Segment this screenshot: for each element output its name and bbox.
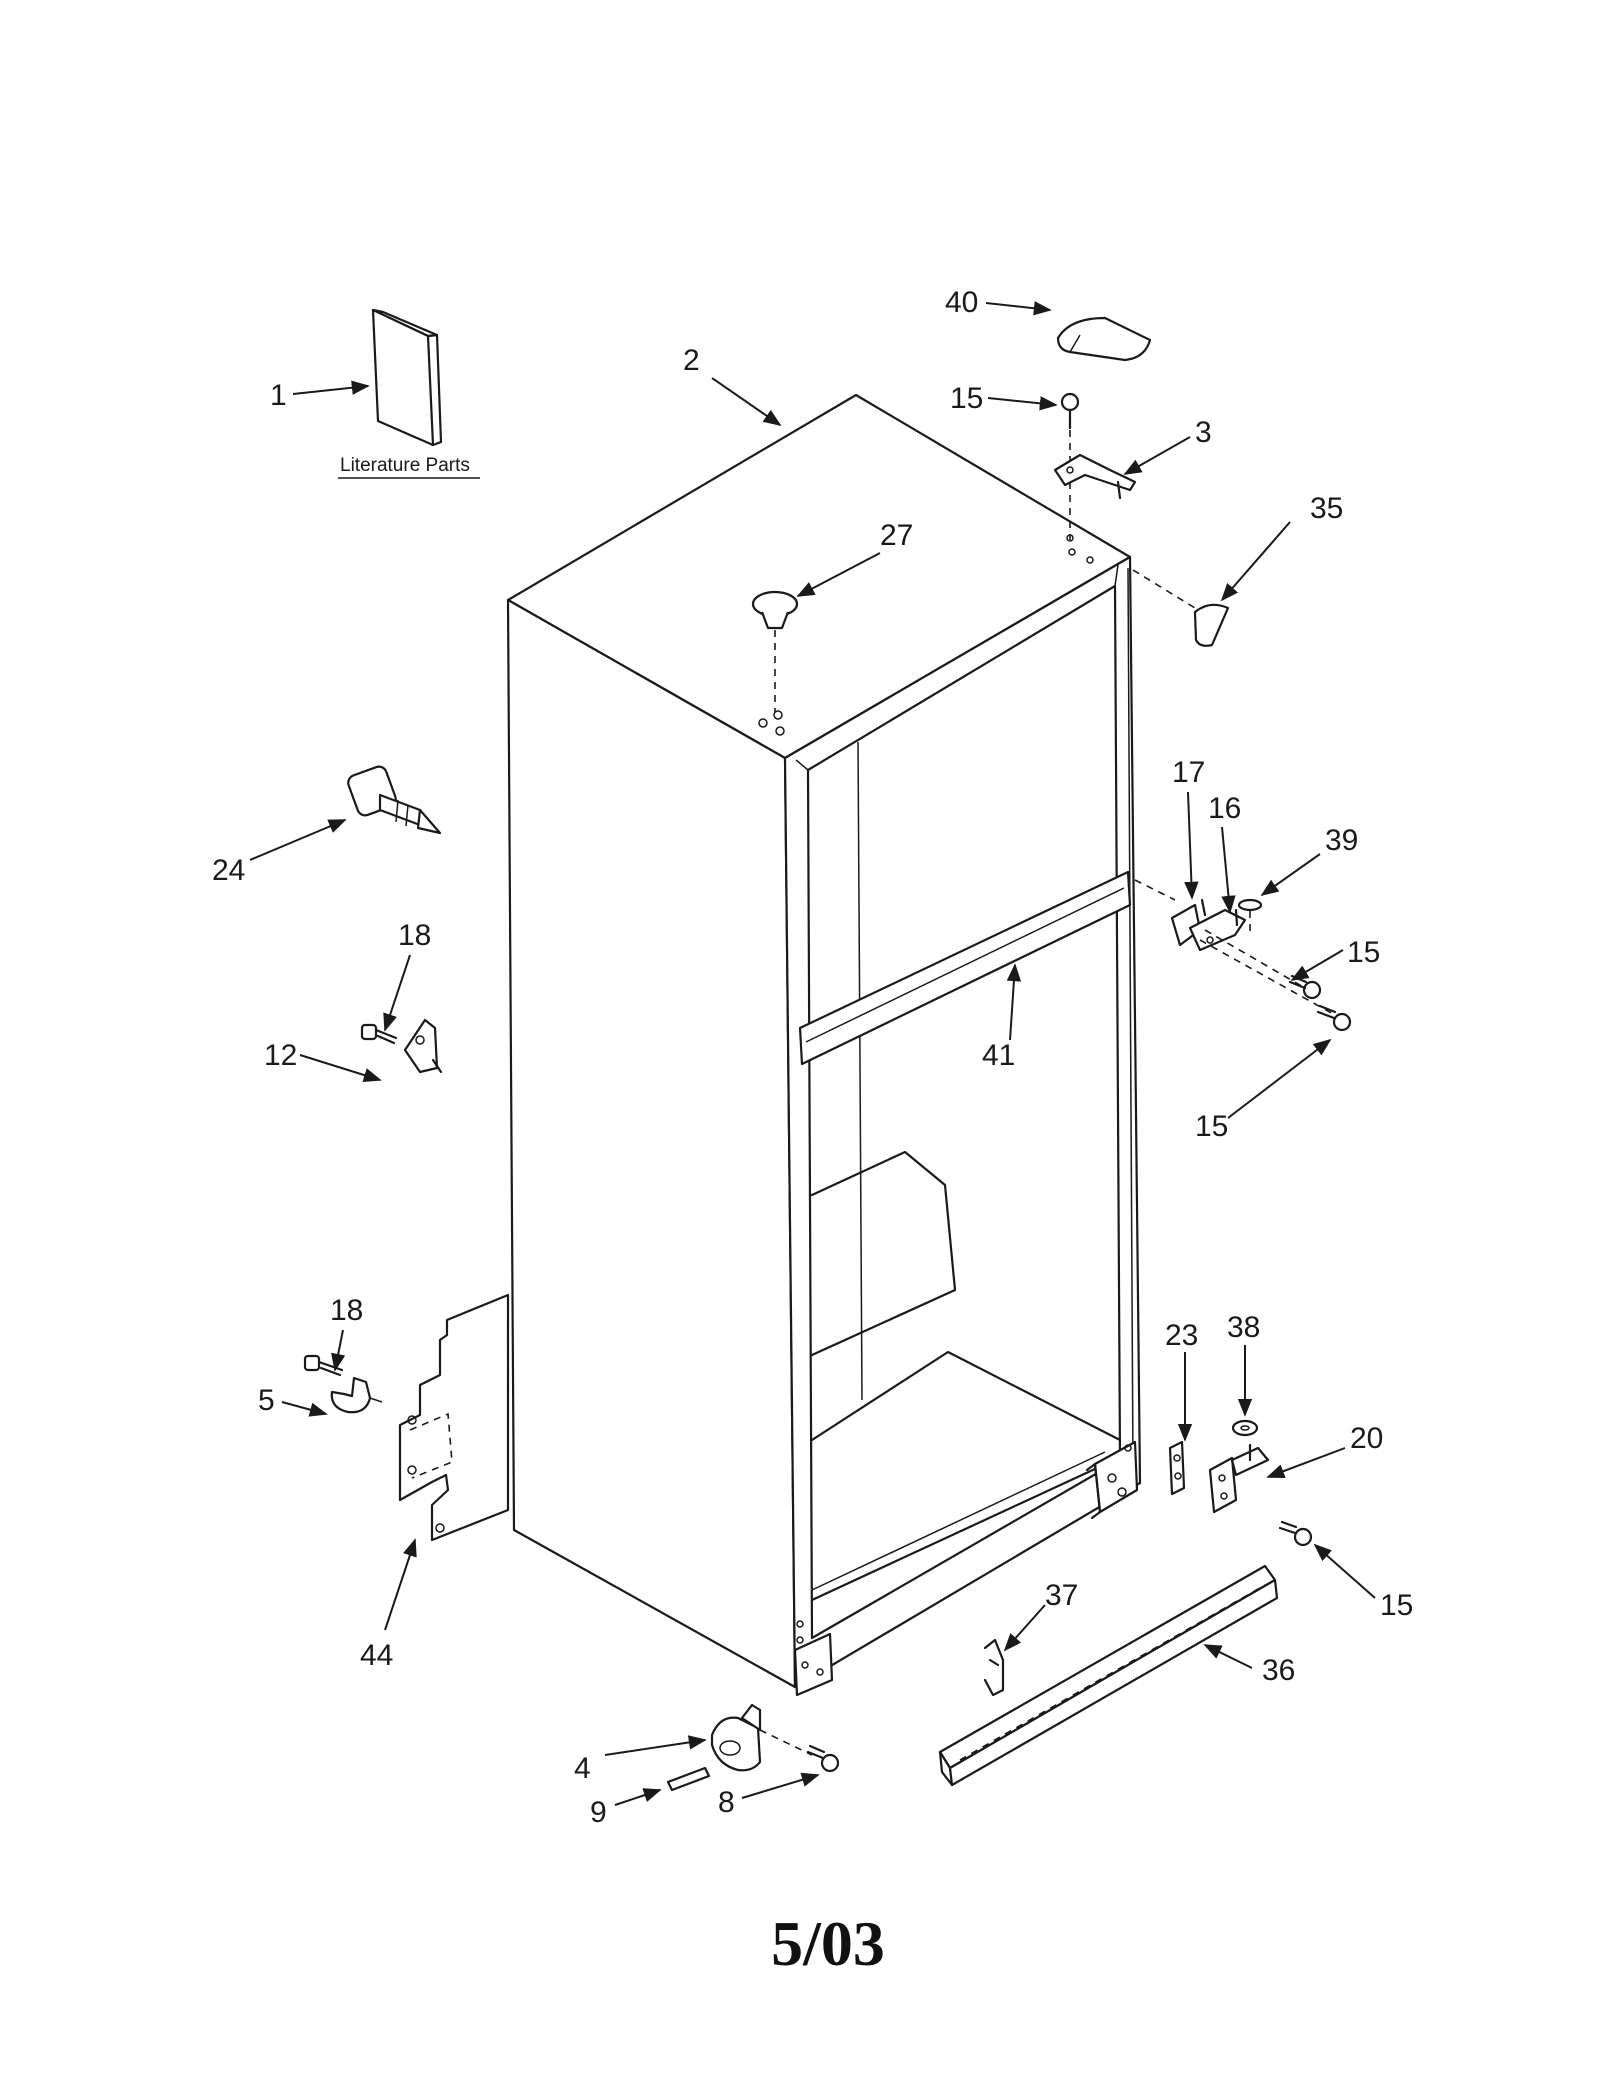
hinge-shim	[1168, 1440, 1186, 1496]
callout-18-lower: 18	[330, 1294, 363, 1327]
callout-23: 23	[1165, 1319, 1198, 1352]
callout-5: 5	[258, 1384, 275, 1417]
callout-41: 41	[982, 1039, 1015, 1072]
callout-15-top: 15	[950, 382, 983, 415]
top-hinge	[1053, 453, 1137, 500]
callout-8: 8	[718, 1786, 735, 1819]
literature-parts: Literature Parts	[338, 308, 480, 479]
date-code: 5/03	[771, 1908, 885, 1979]
callout-38: 38	[1227, 1311, 1260, 1344]
roller-assembly	[710, 1703, 813, 1772]
roller-axle-pin	[666, 1766, 711, 1792]
grille-clip	[983, 1638, 1005, 1697]
callout-15-center-a: 15	[1347, 936, 1380, 969]
callout-arrows	[249, 301, 1376, 1806]
callout-20: 20	[1350, 1422, 1383, 1455]
callout-16: 16	[1208, 792, 1241, 825]
callout-40: 40	[945, 286, 978, 319]
screw-center-hinge-b	[1316, 1004, 1352, 1032]
callout-3: 3	[1195, 416, 1212, 449]
callout-36: 36	[1262, 1654, 1295, 1687]
hinge-cover-side	[1132, 569, 1230, 647]
callout-4: 4	[574, 1752, 591, 1785]
callout-24: 24	[212, 854, 245, 887]
center-hinge-assembly	[1134, 879, 1336, 1016]
screw-top-hinge	[1060, 392, 1080, 540]
callout-1: 1	[270, 379, 287, 412]
door-stop-bracket	[403, 1018, 443, 1074]
rear-access-cover	[398, 1293, 510, 1542]
callout-44: 44	[360, 1639, 393, 1672]
base-grille	[938, 1564, 1279, 1787]
bottom-hinge	[1208, 1443, 1270, 1514]
plug-button	[751, 590, 799, 712]
screw-lower-left	[303, 1354, 344, 1377]
leveling-leg	[347, 765, 442, 835]
cord-clamp	[330, 1376, 383, 1414]
callout-27: 27	[880, 519, 913, 552]
roller-screw	[806, 1744, 840, 1773]
screw-upper-left	[360, 1023, 398, 1045]
washer	[1231, 1419, 1259, 1437]
callout-15-center-b: 15	[1195, 1110, 1228, 1143]
callout-labels: 1 2 3 4 5 8 9 12 15 15 15 15 16 17 18 18…	[212, 286, 1413, 1829]
callout-37: 37	[1045, 1579, 1078, 1612]
literature-parts-label: Literature Parts	[340, 455, 470, 476]
callout-2: 2	[683, 344, 700, 377]
callout-35: 35	[1310, 492, 1343, 525]
screw-bottom-hinge	[1278, 1520, 1313, 1547]
callout-12: 12	[264, 1039, 297, 1072]
callout-18-upper: 18	[398, 919, 431, 952]
callout-15-bottom: 15	[1380, 1589, 1413, 1622]
hinge-cover-top	[1056, 316, 1152, 362]
cabinet	[506, 393, 1142, 1697]
callout-39: 39	[1325, 824, 1358, 857]
callout-17: 17	[1172, 756, 1205, 789]
callout-9: 9	[590, 1796, 607, 1829]
